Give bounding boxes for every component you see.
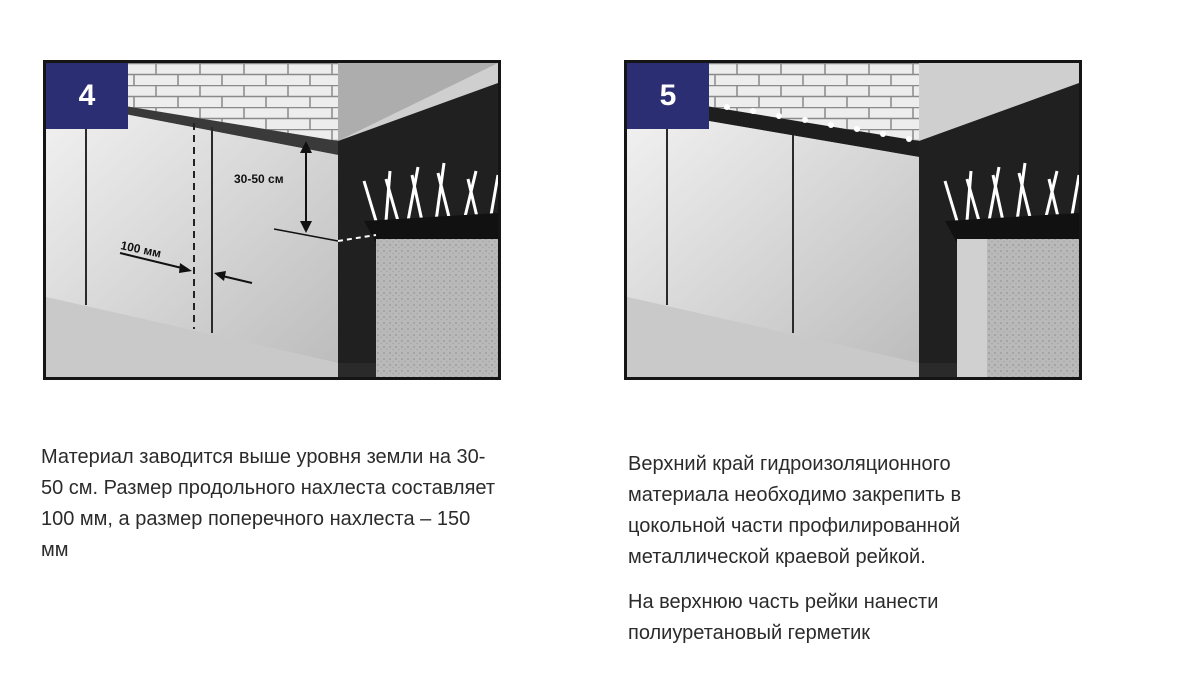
membrane-sheet [627,107,919,363]
membrane-sheet [46,99,338,363]
step-number-badge: 5 [627,63,709,129]
horizontal-dimension-line [119,252,187,270]
vertical-dimension-label: 30-50 см [234,172,284,186]
waterproofing-overlap-diagram: 30-50 см 100 мм [46,63,498,377]
grass [362,162,498,222]
step-5-caption-sealant: На верхнюю часть рейки нанести полиурета… [628,591,939,644]
step-4-illustration: 30-50 см 100 мм 4 [43,60,501,380]
soil-cutaway [376,239,498,377]
step-5-caption-main: Верхний край гидроизоляционного материал… [628,453,962,568]
step-5-illustration: 5 [624,60,1082,380]
grass [943,162,1079,222]
soil-cutaway [987,239,1079,377]
rail-fasteners [724,104,912,142]
step-4-caption: Материал заводится выше уровня земли на … [41,446,496,561]
step-number-badge: 4 [46,63,128,129]
